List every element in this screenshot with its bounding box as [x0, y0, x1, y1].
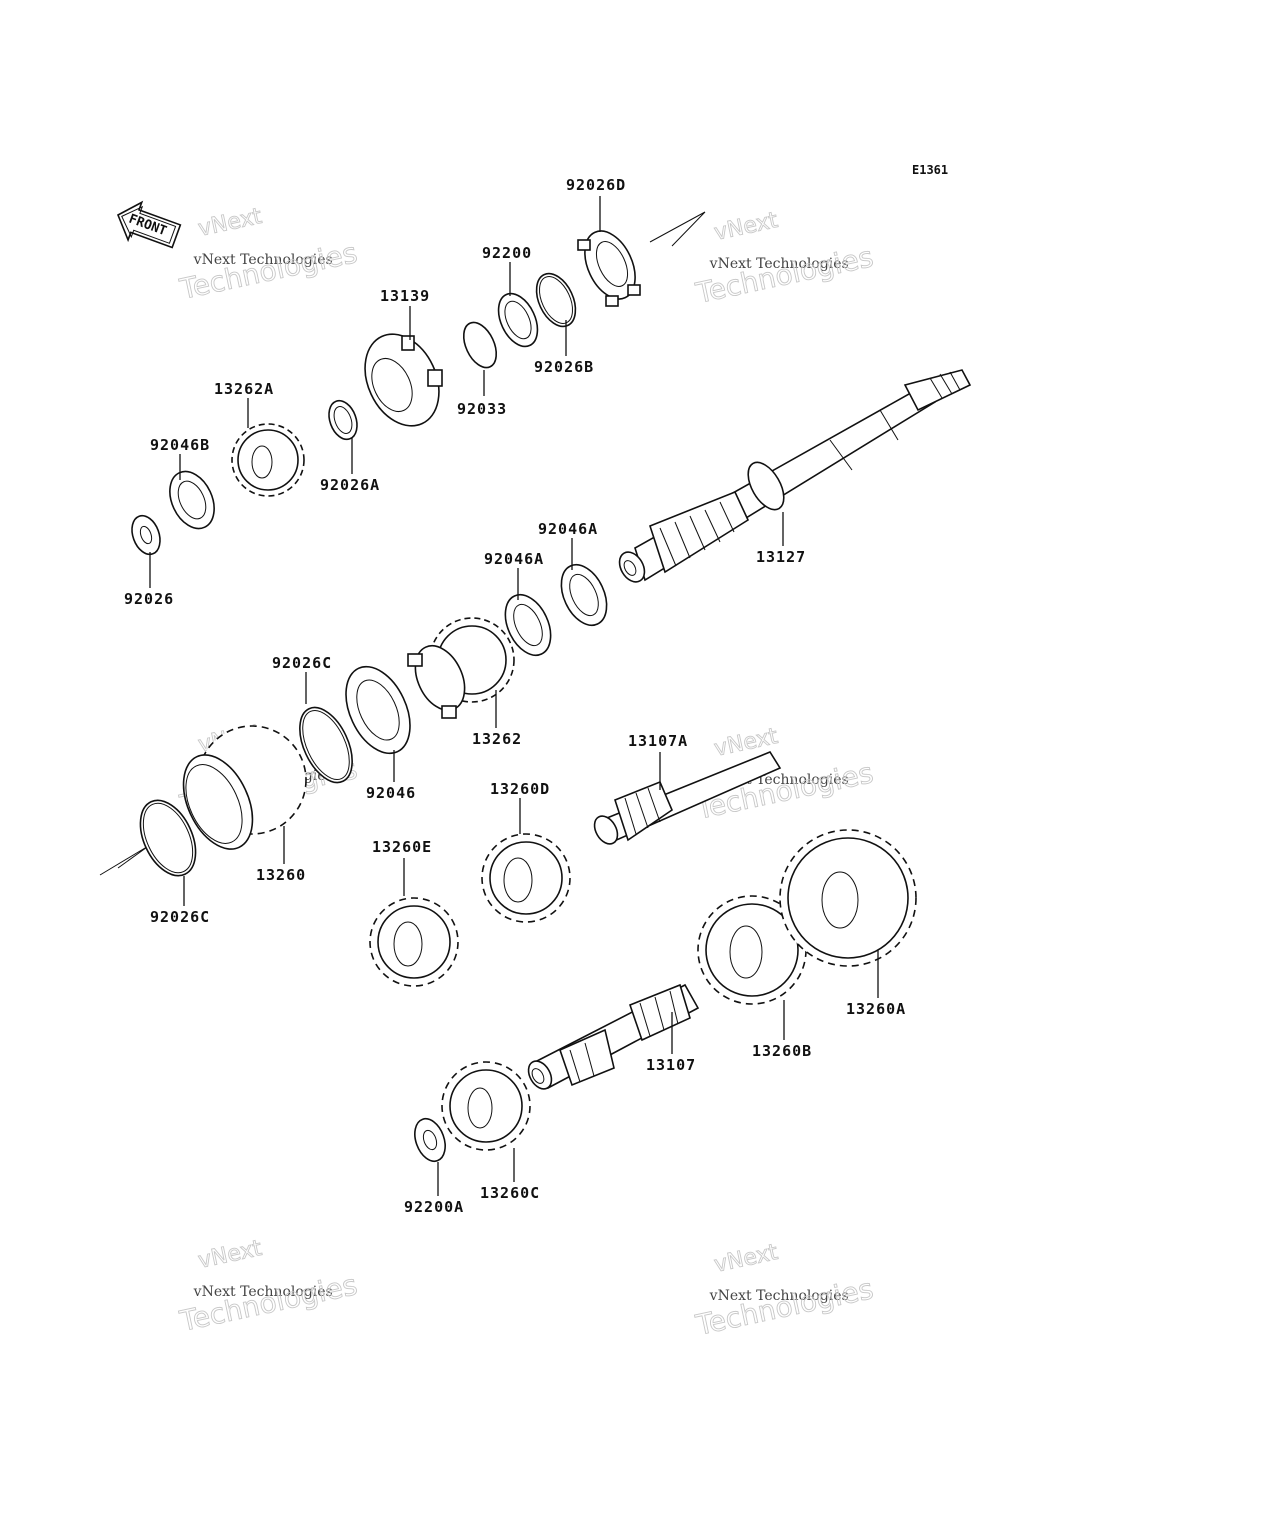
diagram-code: E1361 [912, 163, 948, 177]
ring-92026C-upper [299, 706, 353, 784]
gear-13260D [481, 833, 571, 923]
washer-92200 [497, 292, 539, 348]
bearing-92046A-right [560, 563, 608, 627]
part-label: 92046A [484, 550, 544, 568]
watermark-bottom-left: vNext vNext Technologies Technologies [176, 1236, 361, 1339]
gear-13260E [369, 897, 459, 987]
watermark-line2: vNext Technologies [709, 256, 849, 272]
watermark-line1: vNext [196, 1236, 264, 1274]
counter-shaft-upper [593, 751, 782, 845]
part-label: 92026B [534, 358, 594, 376]
bearing-92046 [345, 665, 411, 755]
gear-13260B [697, 895, 807, 1005]
watermark-bottom-right: vNext vNext Technologies Technologies [692, 1240, 877, 1343]
gear-13260A [779, 829, 917, 967]
part-label: 92026D [566, 176, 626, 194]
watermark-top-right: vNext vNext Technologies Technologies [692, 208, 877, 311]
ring-92026B [535, 272, 577, 328]
dog-hub-13139 [364, 333, 443, 427]
axis-guide-line [99, 844, 151, 876]
part-label: 92033 [457, 400, 507, 418]
part-label: 13260D [490, 780, 550, 798]
part-label: 92046B [150, 436, 210, 454]
watermark-line2: vNext Technologies [193, 252, 333, 268]
washer-92026 [131, 514, 161, 556]
watermark-line2: vNext Technologies [709, 1288, 849, 1304]
watermark-line1: vNext [712, 1240, 780, 1278]
watermark-line3: Technologies [176, 236, 360, 306]
part-label: 13107A [628, 732, 688, 750]
part-label: 13260C [480, 1184, 540, 1202]
bearing-92046A-left [504, 593, 552, 657]
part-label: 13262A [214, 380, 274, 398]
axis-guide-line [649, 211, 706, 247]
main-shaft [618, 369, 972, 583]
gear-13260C [441, 1061, 531, 1151]
part-label: 92200A [404, 1198, 464, 1216]
watermark-line1: vNext [196, 204, 264, 242]
part-label: 92026C [272, 654, 332, 672]
leader-lines [149, 196, 879, 1196]
gear-13262 [407, 617, 515, 719]
washer-92200A [414, 1117, 446, 1163]
circlip-92033 [462, 321, 498, 369]
part-label: 92026A [320, 476, 380, 494]
counter-shaft-lower [527, 983, 700, 1090]
front-arrow-icon [116, 200, 182, 249]
part-label: 92200 [482, 244, 532, 262]
watermark-line3: Technologies [692, 240, 876, 310]
part-label: 92046A [538, 520, 598, 538]
watermark-top-left: vNext vNext Technologies Technologies [176, 204, 361, 307]
part-label: 13262 [472, 730, 522, 748]
watermark-line3: Technologies [692, 1272, 876, 1342]
part-label: 13127 [756, 548, 806, 566]
gear-13260 [182, 725, 307, 850]
lockwasher-92026D [577, 230, 641, 307]
part-label: 13107 [646, 1056, 696, 1074]
part-label: 13260A [846, 1000, 906, 1018]
ring-92026C-lower [139, 799, 197, 877]
part-label: 92026C [150, 908, 210, 926]
bearing-92046B [169, 470, 215, 530]
watermark-line3: Technologies [176, 1268, 360, 1338]
washer-92026A [328, 399, 358, 441]
watermark-line2: vNext Technologies [193, 1284, 333, 1300]
part-label: 92026 [124, 590, 174, 608]
watermark-line1: vNext [712, 208, 780, 246]
gear-13262A [231, 423, 305, 497]
part-label: 13260 [256, 866, 306, 884]
part-label: 13260B [752, 1042, 812, 1060]
part-label: 13139 [380, 287, 430, 305]
part-label: 13260E [372, 838, 432, 856]
part-label: 92046 [366, 784, 416, 802]
